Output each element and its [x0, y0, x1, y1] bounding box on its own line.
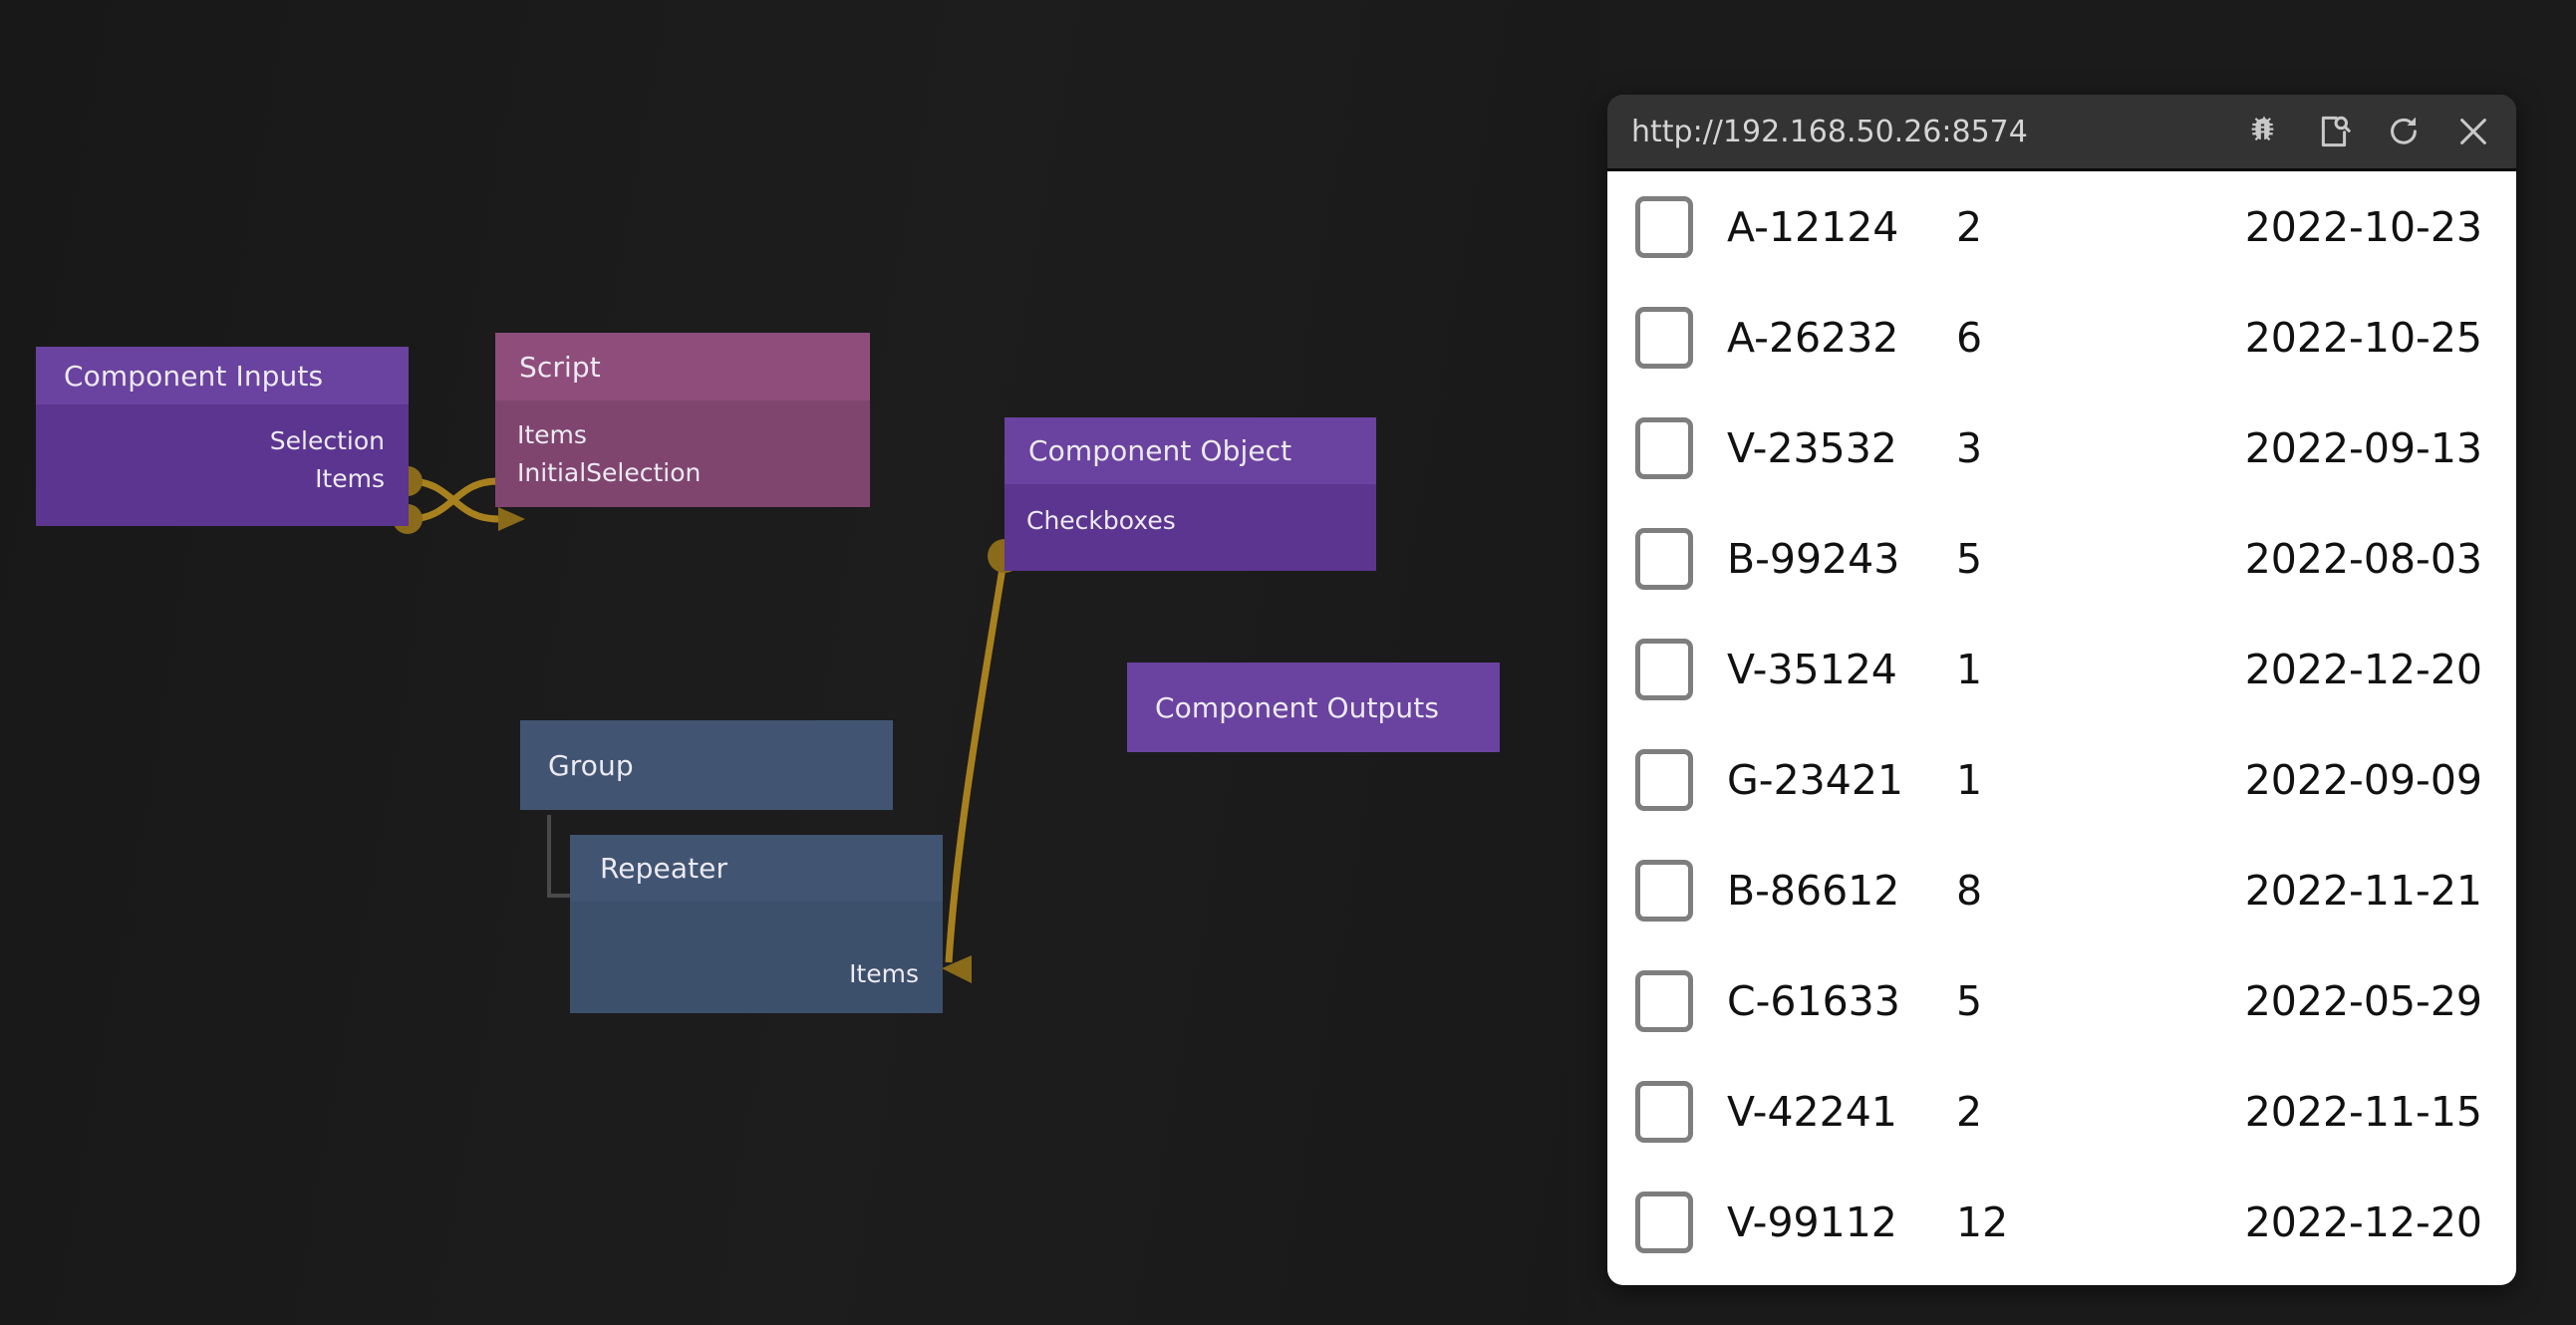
node-title: Component Object: [1028, 434, 1292, 467]
browser-window[interactable]: http://192.168.50.26:8574: [1607, 95, 2516, 1285]
node-component-outputs[interactable]: Component Outputs: [1127, 662, 1500, 752]
row-checkbox[interactable]: [1635, 416, 1693, 479]
port-items[interactable]: Items: [849, 959, 919, 988]
port-label: Checkboxes: [1026, 506, 1176, 535]
port-selection[interactable]: Selection: [270, 426, 385, 455]
port-items[interactable]: Items: [517, 420, 587, 449]
port-label: Items: [517, 420, 587, 449]
cell-code: V-23532: [1727, 423, 1897, 472]
cell-quantity: 2: [1956, 1087, 1983, 1136]
node-title: Component Outputs: [1155, 690, 1440, 724]
cell-date: 2022-10-25: [2244, 313, 2482, 362]
cell-quantity: 3: [1956, 423, 1983, 472]
table-row[interactable]: A-12124 2 2022-10-23: [1607, 171, 2516, 282]
cell-quantity: 1: [1956, 645, 1983, 693]
group-child-bracket: [547, 815, 576, 898]
node-body: Selection Items: [36, 404, 409, 526]
node-component-object[interactable]: Component Object Checkboxes: [1004, 417, 1376, 571]
cell-date: 2022-08-03: [2244, 534, 2482, 583]
cell-date: 2022-11-21: [2244, 866, 2482, 915]
node-body: Items: [570, 902, 943, 1013]
node-header: Component Object: [1004, 417, 1376, 484]
node-title: Script: [519, 350, 601, 384]
row-checkbox[interactable]: [1635, 969, 1693, 1032]
cell-quantity: 5: [1956, 976, 1983, 1025]
titlebar-buttons: [2241, 109, 2496, 154]
node-component-inputs[interactable]: Component Inputs Selection Items: [36, 347, 409, 526]
cell-quantity: 6: [1956, 313, 1983, 362]
table-row[interactable]: V-23532 3 2022-09-13: [1607, 393, 2516, 503]
table-row[interactable]: V-35124 1 2022-12-20: [1607, 614, 2516, 724]
node-header: Repeater: [570, 835, 943, 902]
port-label: Items: [849, 959, 919, 988]
port-label: InitialSelection: [517, 458, 702, 487]
cell-code: V-35124: [1727, 645, 1897, 693]
row-checkbox[interactable]: [1635, 195, 1693, 258]
row-checkbox[interactable]: [1635, 859, 1693, 922]
node-title: Repeater: [600, 852, 728, 885]
debug-bug-icon[interactable]: [2241, 109, 2287, 154]
table-row[interactable]: V-99112 12 2022-12-20: [1607, 1167, 2516, 1277]
cell-code: V-99112: [1727, 1197, 1897, 1246]
url-display[interactable]: http://192.168.50.26:8574: [1631, 114, 2028, 149]
node-editor-canvas[interactable]: Component Inputs Selection Items Script …: [0, 0, 1608, 1325]
row-checkbox[interactable]: [1635, 1080, 1693, 1143]
cell-date: 2022-05-29: [2244, 976, 2482, 1025]
cell-code: A-12124: [1727, 202, 1899, 251]
row-checkbox[interactable]: [1635, 306, 1693, 369]
browser-titlebar: http://192.168.50.26:8574: [1607, 95, 2516, 171]
port-items[interactable]: Items: [315, 464, 385, 493]
table-row[interactable]: V-42241 2 2022-11-15: [1607, 1056, 2516, 1167]
cell-date: 2022-09-09: [2244, 755, 2482, 804]
port-initialselection[interactable]: InitialSelection: [517, 458, 701, 487]
row-checkbox[interactable]: [1635, 638, 1693, 700]
cell-code: C-61633: [1727, 976, 1900, 1025]
row-checkbox[interactable]: [1635, 527, 1693, 590]
cell-quantity: 2: [1956, 202, 1983, 251]
cell-quantity: 12: [1956, 1197, 2009, 1246]
node-script[interactable]: Script Items InitialSelection: [495, 333, 870, 507]
row-checkbox[interactable]: [1635, 748, 1693, 811]
cell-date: 2022-09-13: [2244, 423, 2482, 472]
table-row[interactable]: A-26232 6 2022-10-25: [1607, 282, 2516, 393]
node-title: Component Inputs: [64, 359, 324, 393]
node-body: Items InitialSelection: [495, 400, 870, 507]
node-header: Component Outputs: [1127, 662, 1500, 752]
cell-quantity: 1: [1956, 755, 1983, 804]
table-row[interactable]: C-61633 5 2022-05-29: [1607, 945, 2516, 1056]
cell-date: 2022-12-20: [2244, 1197, 2482, 1246]
node-header: Component Inputs: [36, 347, 409, 404]
node-title: Group: [548, 748, 634, 782]
node-group[interactable]: Group: [520, 720, 893, 810]
cell-code: B-99243: [1727, 534, 1900, 583]
table-row[interactable]: G-23421 1 2022-09-09: [1607, 724, 2516, 835]
cell-code: A-26232: [1727, 313, 1899, 362]
cell-date: 2022-12-20: [2244, 645, 2482, 693]
reload-icon[interactable]: [2381, 109, 2427, 154]
table-row[interactable]: B-99243 5 2022-08-03: [1607, 503, 2516, 614]
port-label: Items: [315, 464, 385, 493]
node-header: Script: [495, 333, 870, 400]
port-label: Selection: [269, 426, 385, 455]
close-icon[interactable]: [2450, 109, 2496, 154]
cell-code: V-42241: [1727, 1087, 1897, 1136]
cell-code: G-23421: [1727, 755, 1903, 804]
cell-date: 2022-10-23: [2244, 202, 2482, 251]
node-repeater[interactable]: Repeater Items: [570, 835, 943, 1013]
port-checkboxes[interactable]: Checkboxes: [1026, 506, 1176, 535]
node-header: Group: [520, 720, 893, 810]
cell-quantity: 8: [1956, 866, 1983, 915]
node-body: Checkboxes: [1004, 484, 1376, 571]
row-checkbox[interactable]: [1635, 1191, 1693, 1253]
cell-date: 2022-11-15: [2244, 1087, 2482, 1136]
cell-code: B-86612: [1727, 866, 1900, 915]
table-row[interactable]: B-86612 8 2022-11-21: [1607, 835, 2516, 945]
cell-quantity: 5: [1956, 534, 1983, 583]
inspect-page-icon[interactable]: [2311, 109, 2357, 154]
canvas-vignette: [1555, 0, 1608, 1325]
